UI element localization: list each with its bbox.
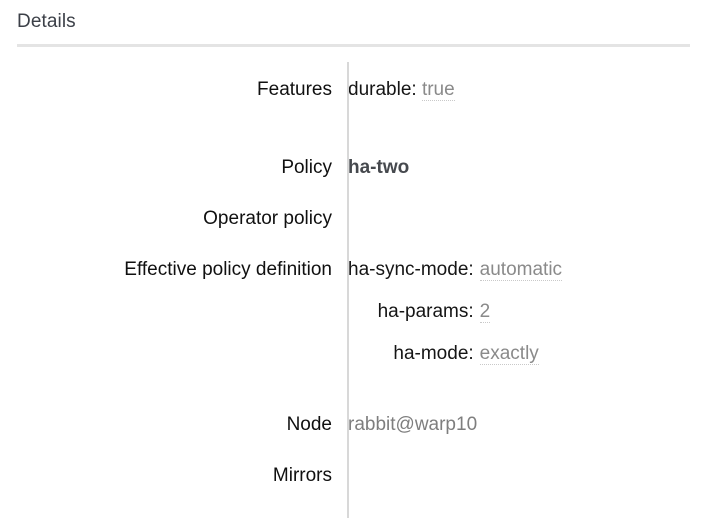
- vertical-rule: [347, 437, 349, 518]
- policy-argument-row: ha-sync-mode: automatic: [348, 258, 563, 282]
- policy-argument-row: ha-mode: exactly: [348, 324, 562, 366]
- policy-argument-key: ha-mode:: [393, 343, 474, 364]
- column-divider: [332, 231, 349, 366]
- vertical-rule: [347, 102, 349, 180]
- vertical-rule: [347, 180, 349, 231]
- row-label-mirrors: Mirrors: [272, 465, 332, 486]
- column-divider: [332, 102, 349, 180]
- table-row-node: Node rabbit@warp10: [0, 366, 701, 437]
- policy-argument-value[interactable]: exactly: [479, 343, 539, 365]
- policy-argument-key: ha-params:: [377, 301, 474, 322]
- vertical-rule: [347, 231, 349, 366]
- row-label-effective-policy-definition: Effective policy definition: [124, 259, 332, 280]
- policy-argument-key: ha-sync-mode:: [348, 259, 474, 280]
- row-label-operator-policy: Operator policy: [203, 208, 332, 229]
- policy-argument-table: ha-sync-mode: automatic ha-params: 2: [348, 258, 563, 366]
- row-label-features: Features: [257, 79, 332, 100]
- row-label-policy: Policy: [281, 157, 332, 178]
- details-panel: Details Features durable: true Policy: [17, 11, 690, 518]
- policy-argument-value-cell: automatic: [479, 258, 563, 282]
- row-value-policy: ha-two: [348, 102, 701, 180]
- feature-value[interactable]: true: [421, 79, 455, 101]
- table-row-operator-policy: Operator policy: [0, 180, 701, 231]
- feature-key: durable:: [348, 79, 417, 100]
- row-value-features: durable: true: [348, 62, 701, 102]
- column-divider: [332, 180, 349, 231]
- column-divider: [332, 437, 349, 518]
- vertical-rule: [347, 62, 349, 102]
- row-value-effective-policy-definition: ha-sync-mode: automatic ha-params: 2: [348, 231, 701, 366]
- policy-name-link[interactable]: ha-two: [348, 157, 410, 178]
- details-table: Features durable: true Policy ha-two: [0, 62, 701, 518]
- column-divider: [332, 62, 349, 102]
- vertical-rule: [347, 366, 349, 437]
- table-row-effective-policy-definition: Effective policy definition ha-sync-mode…: [0, 231, 701, 366]
- node-name: rabbit@warp10: [348, 414, 478, 435]
- table-row-features: Features durable: true: [0, 62, 701, 102]
- policy-argument-row: ha-params: 2: [348, 282, 562, 324]
- row-label-node: Node: [286, 414, 332, 435]
- policy-argument-value[interactable]: automatic: [479, 259, 563, 281]
- column-divider: [332, 366, 349, 437]
- heading-divider: [17, 44, 690, 47]
- row-value-node: rabbit@warp10: [348, 366, 701, 437]
- row-value-mirrors: [348, 437, 701, 518]
- policy-argument-value-cell: exactly: [479, 324, 562, 366]
- table-row-policy: Policy ha-two: [0, 102, 701, 180]
- policy-argument-value[interactable]: 2: [479, 301, 491, 323]
- row-value-operator-policy: [348, 180, 701, 231]
- policy-argument-value-cell: 2: [479, 282, 562, 324]
- page-title: Details: [17, 11, 76, 32]
- table-row-mirrors: Mirrors: [0, 437, 701, 518]
